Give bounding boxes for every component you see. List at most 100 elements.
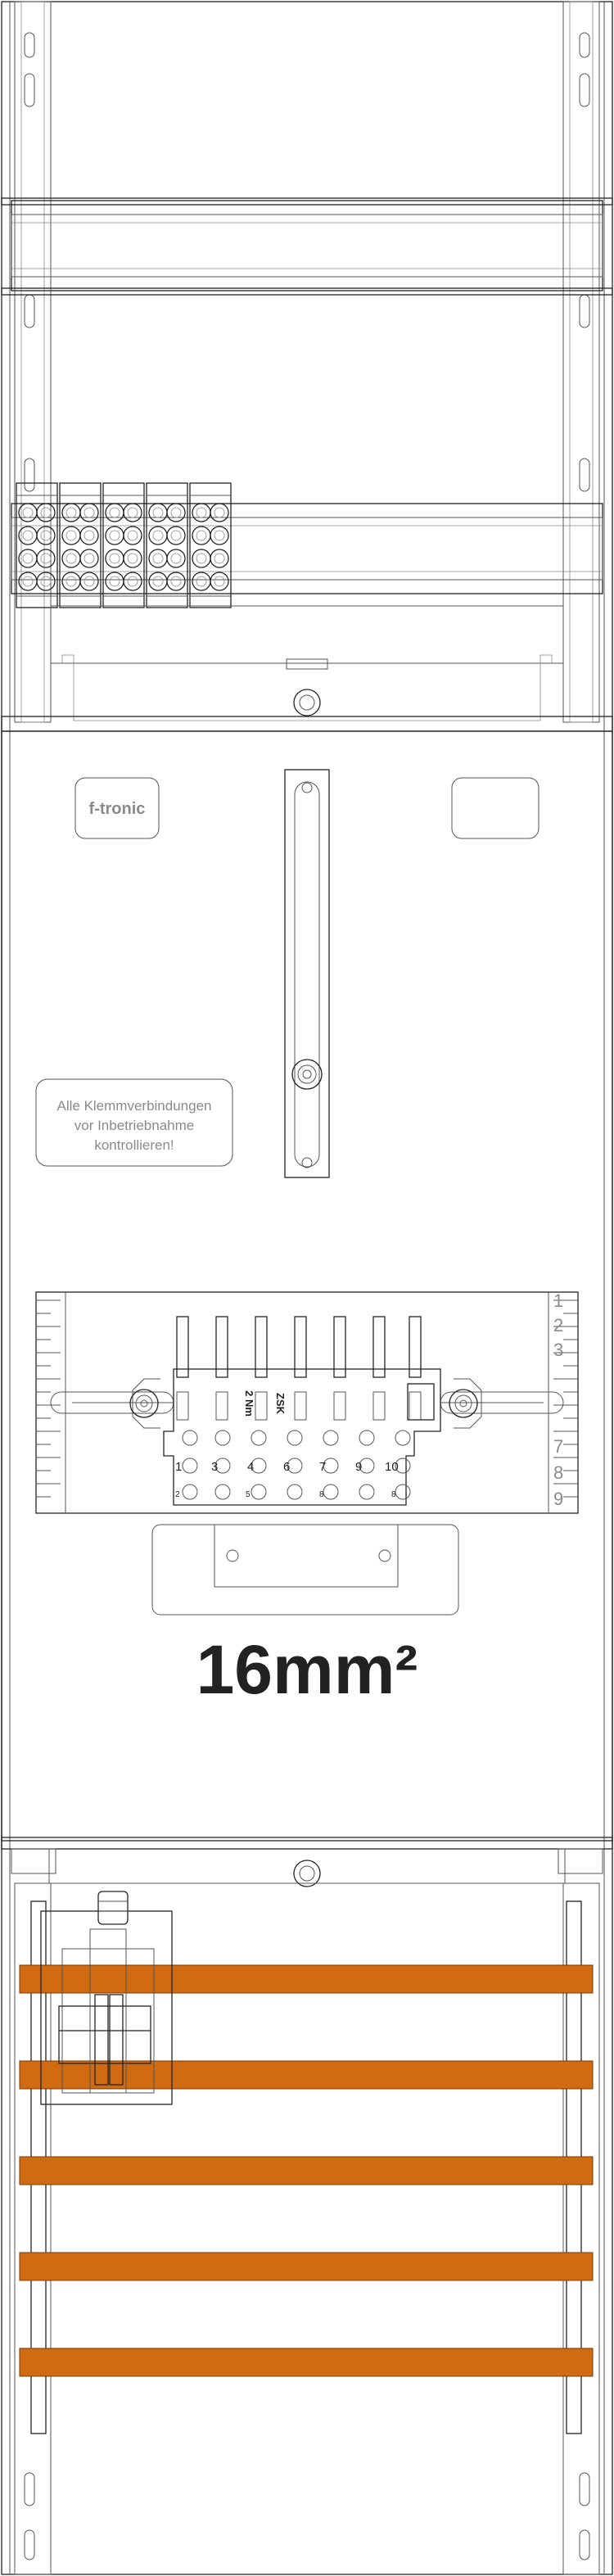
terminal-hole — [323, 1457, 339, 1474]
notice-plate: Alle Klemmverbindungen vor Inbetriebnahm… — [35, 1078, 233, 1167]
zsk-screw-left — [129, 1389, 159, 1418]
clamp-screw — [105, 549, 124, 568]
clamp-screw — [79, 549, 99, 568]
clamp-screw — [148, 572, 168, 591]
scale-number: 3 — [553, 1340, 563, 1360]
cover-top-strip — [1, 605, 613, 732]
clamp-screw — [192, 549, 211, 568]
terminal-hole — [251, 1457, 267, 1474]
terminal-hole — [359, 1457, 375, 1474]
notice-line-1: Alle Klemmverbindungen — [57, 1098, 212, 1114]
terminal-number: 8 — [391, 1490, 396, 1499]
clamp-screw — [36, 526, 56, 545]
terminal-block — [59, 482, 102, 608]
terminal-number: 9 — [355, 1460, 362, 1474]
contact-slot — [294, 1391, 307, 1421]
terminal-hole — [287, 1457, 303, 1474]
clamp-screw — [210, 526, 229, 545]
clamp-screw — [192, 503, 211, 522]
terminal-hole — [287, 1430, 303, 1446]
clamp-screw — [166, 503, 186, 522]
clamp-screw — [210, 572, 229, 591]
scale-number: 8 — [553, 1462, 563, 1483]
adjustment-slide — [284, 769, 330, 1178]
terminal-number: 3 — [211, 1460, 218, 1474]
busbar — [19, 2156, 594, 2185]
slide-screw — [291, 1059, 323, 1090]
terminal-hole — [359, 1430, 375, 1446]
contact-slot — [333, 1391, 346, 1421]
clamp-screw — [79, 503, 99, 522]
contact-finger — [255, 1316, 268, 1378]
notice-line-2: vor Inbetriebnahme — [74, 1118, 194, 1133]
zsk-code-label: ZSK — [274, 1393, 287, 1415]
clamp-screw — [105, 503, 124, 522]
clamp-screw — [61, 549, 81, 568]
terminal-number: 8 — [319, 1490, 324, 1499]
zsk-screw-right — [449, 1389, 478, 1418]
clamp-screw — [166, 549, 186, 568]
notice-line-3: kontrollieren! — [94, 1137, 174, 1153]
contact-finger — [372, 1316, 386, 1378]
clamp-screw — [166, 526, 186, 545]
terminal-hole — [395, 1430, 411, 1446]
cover-plate — [151, 1524, 459, 1616]
terminal-hole — [182, 1430, 198, 1446]
brand-logo-plate: f-tronic — [74, 777, 160, 839]
clamp-screw — [148, 503, 168, 522]
contact-slot — [215, 1391, 228, 1421]
clamp-screw — [192, 572, 211, 591]
scale-left — [36, 1292, 66, 1513]
din-rail-lower — [11, 503, 603, 594]
busbar-section-separator — [1, 1837, 613, 1887]
contact-finger — [215, 1316, 228, 1378]
clamp-screw — [61, 572, 81, 591]
brand-logo: f-tronic — [89, 800, 146, 818]
terminal-hole — [395, 1484, 411, 1500]
contact-slot — [255, 1391, 268, 1421]
meter-board — [1, 730, 613, 1842]
contact-slot — [372, 1391, 386, 1421]
busbar — [19, 1964, 594, 1994]
terminal-number: 4 — [247, 1460, 254, 1474]
clamp-screw — [36, 572, 56, 591]
terminal-block — [102, 482, 145, 608]
terminal-holes — [182, 1430, 411, 1500]
clamp-screw — [210, 503, 229, 522]
clamp-screw — [36, 503, 56, 522]
clamp-screw — [123, 526, 142, 545]
clamp-screw — [192, 526, 211, 545]
terminal-hole — [182, 1457, 198, 1474]
clamp-screw — [123, 572, 142, 591]
terminal-number: 7 — [319, 1460, 326, 1474]
clamp-screw — [123, 503, 142, 522]
clamp-screw — [79, 526, 99, 545]
scale-number: 2 — [553, 1315, 563, 1335]
terminal-hole — [323, 1430, 339, 1446]
busbar — [19, 2060, 594, 2090]
terminal-number: 10 — [385, 1460, 399, 1474]
busbar-clamp — [40, 1891, 173, 2105]
terminal-hole — [251, 1430, 267, 1446]
terminal-number: 6 — [283, 1460, 290, 1474]
terminal-numbers-row-2: 2 5 8 8 — [175, 1490, 396, 1499]
clamp-screw — [210, 549, 229, 568]
terminal-hole — [214, 1484, 231, 1500]
terminal-block — [16, 482, 58, 608]
terminal-number: 1 — [175, 1460, 182, 1474]
terminal-block — [146, 482, 188, 608]
busbars — [19, 1964, 594, 2377]
terminal-hole — [251, 1484, 267, 1500]
contact-finger — [294, 1316, 307, 1378]
terminal-number: 5 — [246, 1490, 251, 1499]
terminal-hole — [214, 1430, 231, 1446]
contact-fingers — [176, 1316, 435, 1421]
terminal-hole — [359, 1484, 375, 1500]
terminal-number: 2 — [175, 1490, 180, 1499]
clamp-screw — [166, 572, 186, 591]
terminal-numbers-row-1: 1 3 4 6 7 9 10 — [175, 1460, 399, 1474]
din-rail-upper — [1, 197, 613, 296]
clamp-screw — [61, 503, 81, 522]
terminal-hole — [214, 1457, 231, 1474]
